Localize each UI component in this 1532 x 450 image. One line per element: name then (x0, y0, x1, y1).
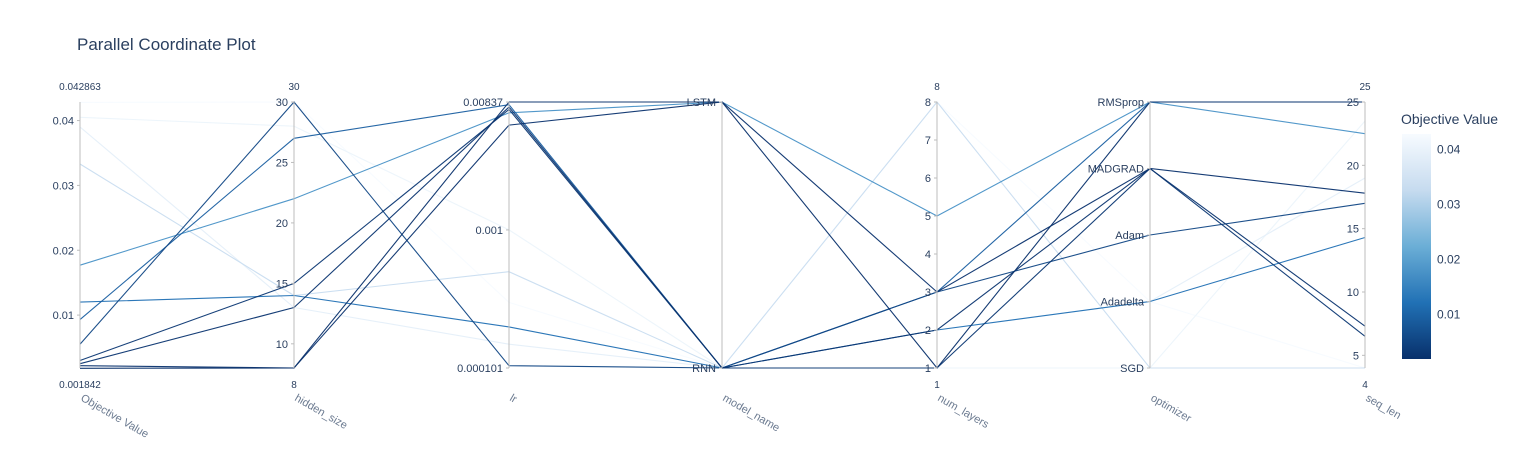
axis-tick-label: LSTM (687, 97, 716, 109)
axis-lr: 0.000101 0.001 0.00837 lr (457, 97, 519, 406)
axis-title: optimizer (1149, 392, 1194, 425)
axis-tick-label: 2 (925, 325, 931, 337)
axis-tick-label: 0.00837 (463, 97, 503, 109)
axis-range-max: 0.042863 (59, 82, 101, 93)
axis-tick-label: 15 (276, 278, 288, 290)
axis-tick-label: RMSprop (1098, 97, 1144, 109)
colorbar-tick-label: 0.04 (1437, 143, 1461, 157)
axis-tick-label: 30 (276, 97, 288, 109)
axis-tick-label: 0.02 (53, 245, 74, 257)
axis-tick-label: 25 (276, 157, 288, 169)
axis-tick-label: 6 (925, 173, 931, 185)
axis-optimizer: SGD Adadelta Adam MADGRAD RMSprop optimizer (1088, 97, 1194, 425)
axis-tick-label: 0.04 (53, 116, 74, 128)
axis-tick-label: Adadelta (1101, 297, 1145, 309)
axis-title: hidden_size (293, 392, 350, 432)
axis-tick-label: 5 (925, 211, 931, 223)
axis-title: model_name (721, 392, 782, 434)
axis-range-max: 25 (1359, 82, 1371, 93)
axis-title: num_layers (936, 392, 992, 431)
axis-tick-label: 0.001 (475, 225, 503, 237)
axis-tick-label: SGD (1120, 363, 1144, 375)
axis-title: lr (508, 392, 520, 406)
axis-range-min: 0.001842 (59, 380, 101, 391)
axis-tick-label: RNN (692, 363, 716, 375)
axis-tick-label: MADGRAD (1088, 164, 1144, 176)
axis-tick-label: 7 (925, 135, 931, 147)
axis-title: Objective Value (79, 392, 151, 441)
axis-tick-label: 25 (1347, 97, 1359, 109)
axis-objective-value: 0.01 0.02 0.03 0.04 0.042863 0.001842Objectiv… (53, 82, 151, 441)
axis-tick-label: 5 (1353, 350, 1359, 362)
axis-tick-label: 8 (925, 97, 931, 109)
axis-tick-label: Adam (1115, 230, 1144, 242)
axis-range-min: 4 (1362, 380, 1368, 391)
colorbar-tick-label: 0.02 (1437, 252, 1461, 266)
axis-title: seq_len (1364, 392, 1403, 422)
axis-tick-label: 20 (1347, 160, 1359, 172)
axis-tick-label: 0.01 (53, 310, 74, 322)
axis-range-max: 30 (288, 82, 300, 93)
colorbar-tick-label: 0.03 (1437, 198, 1461, 212)
axis-tick-label: 10 (276, 339, 288, 351)
colorbar-tick-label: 0.01 (1437, 307, 1461, 321)
axis-tick-label: 15 (1347, 224, 1359, 236)
colorbar: Objective Value 0.01 0.02 0.03 0.04 (1401, 111, 1498, 359)
axis-tick-label: 10 (1347, 287, 1359, 299)
axis-tick-label: 20 (276, 218, 288, 230)
axis-model-name: RNN LSTM model_name (687, 97, 782, 434)
axis-tick-label: 0.000101 (457, 363, 503, 375)
axis-range-min: 1 (934, 380, 940, 391)
colorbar-title: Objective Value (1401, 111, 1498, 127)
axis-tick-label: 1 (925, 363, 931, 375)
axis-tick-label: 0.03 (53, 180, 74, 192)
axis-tick-label: 3 (925, 287, 931, 299)
axis-range-min: 8 (291, 380, 297, 391)
colorbar-gradient (1402, 134, 1431, 359)
axis-range-max: 8 (934, 82, 940, 93)
chart-title: Parallel Coordinate Plot (77, 35, 256, 54)
axes-layer: 0.010.020.030.040.0428630.001842Objectiv… (53, 82, 1403, 441)
axis-tick-label: 4 (925, 249, 931, 261)
